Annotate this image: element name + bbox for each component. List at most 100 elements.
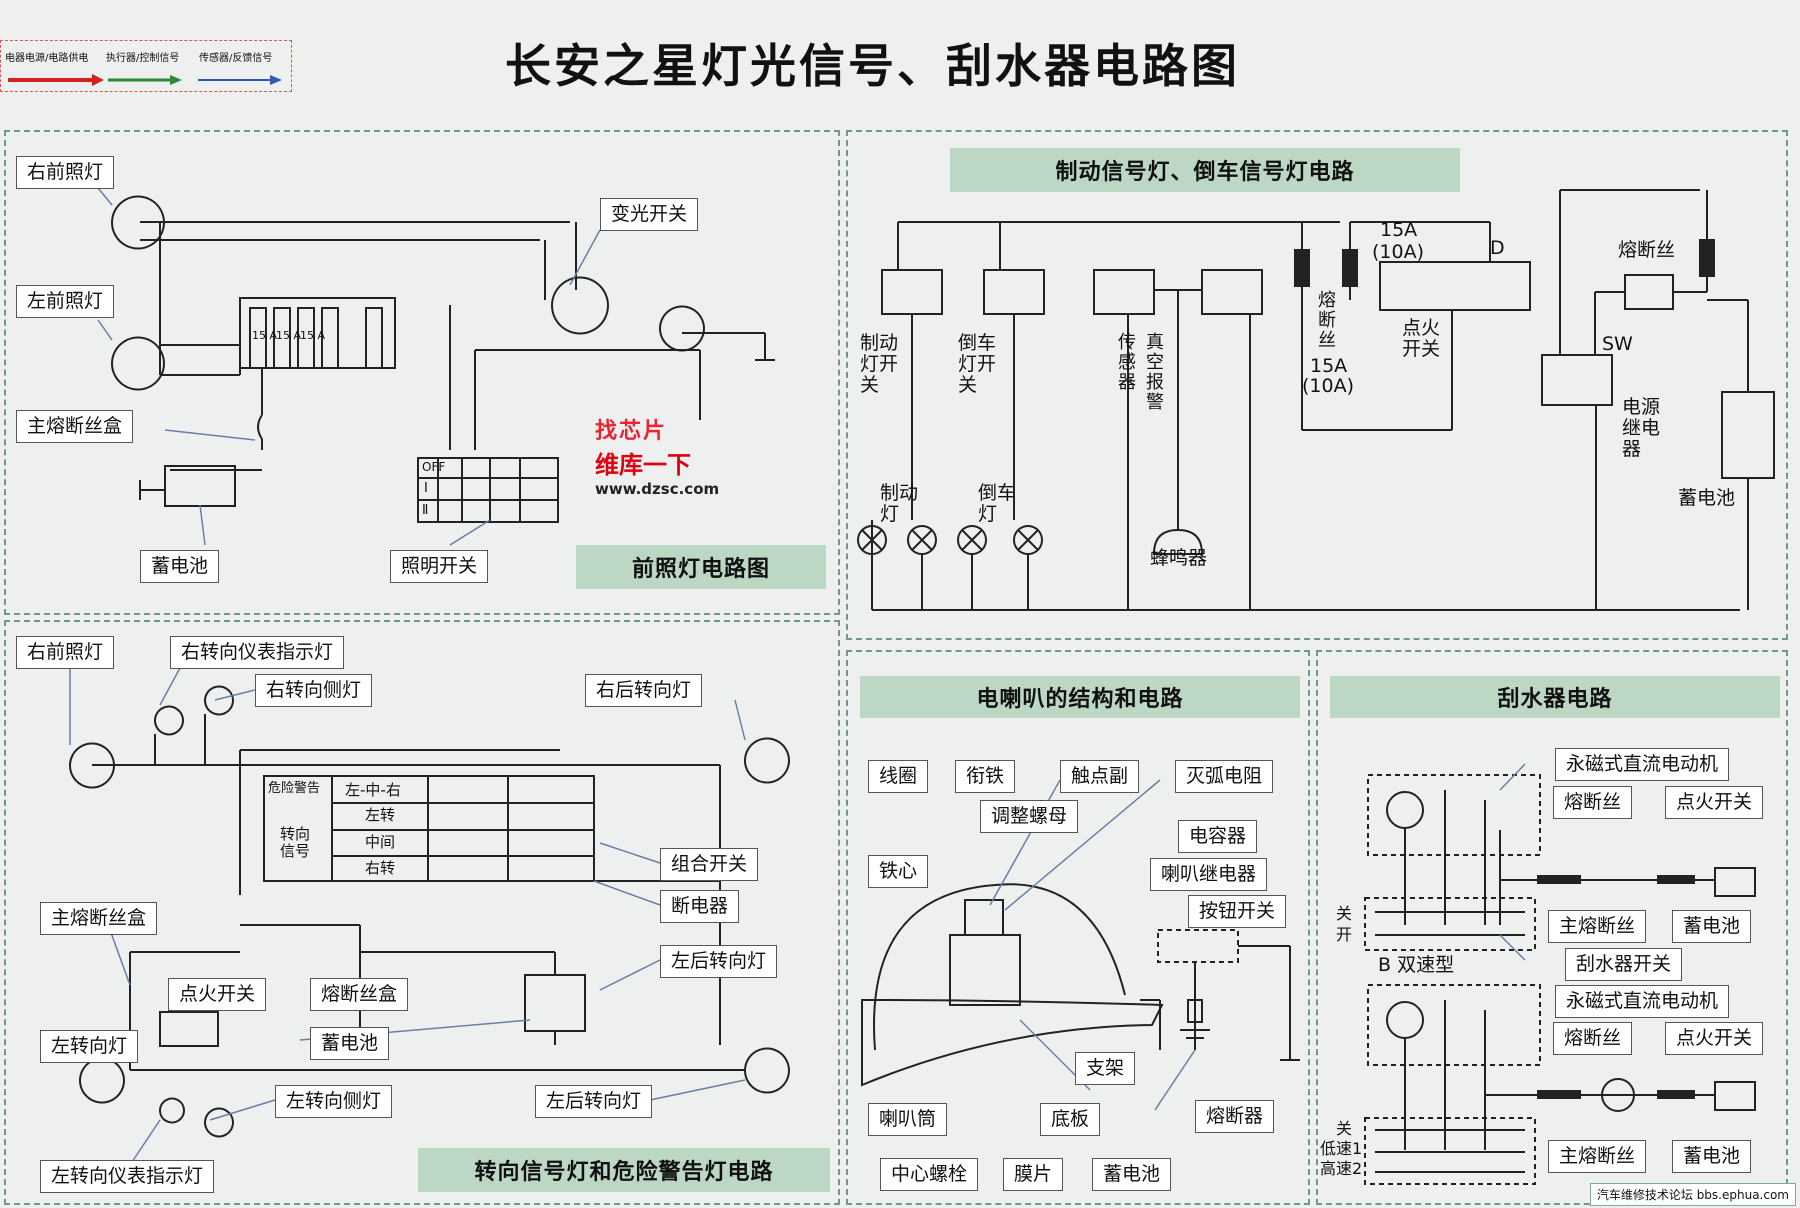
- label-core: 铁心: [868, 855, 929, 888]
- legend-control: 执行器/控制信号: [106, 53, 180, 64]
- label-terminal-d: D: [1490, 237, 1505, 259]
- label-diaphragm: 膜片: [1003, 1158, 1064, 1191]
- legend-power: 电器电源/电路供电: [5, 53, 89, 64]
- label-coil: 线圈: [868, 760, 929, 793]
- label-right-headlamp: 右前照灯: [16, 156, 115, 189]
- label-center-bolt: 中心螺栓: [880, 1158, 979, 1191]
- label-fuse-b: 熔断丝: [1553, 1022, 1633, 1055]
- label-brake-lamp: 制动灯: [880, 482, 919, 525]
- label-left-rear-lamp: 左后转向灯: [660, 945, 778, 978]
- label-turn-battery: 蓄电池: [310, 1027, 390, 1060]
- label-left-rear-lamp-b: 左后转向灯: [535, 1085, 653, 1118]
- label-fuse: 熔断丝: [1315, 290, 1336, 350]
- label-horn-battery: 蓄电池: [1092, 1158, 1172, 1191]
- label-battery-b: 蓄电池: [1672, 1140, 1752, 1173]
- label-fuse-right: 熔断丝: [1618, 239, 1676, 261]
- label-motor-a: 永磁式直流电动机: [1555, 748, 1730, 781]
- panel-wiper: [1316, 650, 1788, 1205]
- label-right-side-lamp: 右转向侧灯: [255, 674, 373, 707]
- label-main-fuse-box: 主熔断丝盒: [16, 410, 134, 443]
- table-row-left: 左转: [365, 806, 396, 824]
- label-battery-a: 蓄电池: [1672, 910, 1752, 943]
- banner-turn: 转向信号灯和危险警告灯电路: [418, 1148, 830, 1192]
- label-vacuum-alarm: 真空报警: [1143, 332, 1164, 412]
- label-arc-resistor: 灭弧电阻: [1175, 760, 1274, 793]
- label-sw: SW: [1602, 333, 1633, 355]
- label-fuse-rating-b: (10A): [1302, 375, 1354, 397]
- label-buzzer: 蜂鸣器: [1150, 547, 1208, 569]
- fuse-rating-2: 15 A: [276, 329, 302, 342]
- label-left-turn-lamp: 左转向灯: [40, 1030, 139, 1063]
- label-combo-switch: 组合开关: [660, 848, 759, 881]
- label-ignition-switch: 点火开关: [1402, 317, 1441, 360]
- footer-credit: 汽车维修技术论坛 bbs.ephua.com: [1589, 1183, 1796, 1206]
- table-row-middle: 中间: [365, 833, 396, 851]
- watermark-logo: 找芯片 维库一下 www.dzsc.com: [595, 413, 719, 498]
- label-left-side-lamp: 左转向侧灯: [275, 1085, 393, 1118]
- label-button-switch: 按钮开关: [1188, 895, 1287, 928]
- label-top-rating-b: (10A): [1372, 241, 1424, 263]
- switch-pos-2: Ⅱ: [422, 503, 429, 518]
- label-turn-ignition: 点火开关: [168, 978, 267, 1011]
- label-reverse-lamp: 倒车灯: [978, 482, 1017, 525]
- fuse-rating-3: 15 A: [300, 329, 326, 342]
- switch-pos-1: Ⅰ: [424, 481, 428, 496]
- fuse-rating-1: 15 A: [252, 329, 278, 342]
- label-horn-fuse: 熔断器: [1195, 1100, 1275, 1133]
- label-main-fuse-a: 主熔断丝: [1548, 910, 1647, 943]
- label-ignition-b: 点火开关: [1665, 1022, 1764, 1055]
- label-high: 高速2: [1320, 1159, 1363, 1178]
- label-capacitor: 电容器: [1178, 820, 1258, 853]
- label-power-relay: 电源继电器: [1622, 396, 1661, 460]
- banner-horn: 电喇叭的结构和电路: [860, 676, 1300, 718]
- label-fuse-a: 熔断丝: [1553, 786, 1633, 819]
- label-turn-main-fuse: 主熔断丝盒: [40, 902, 158, 935]
- banner-brake: 制动信号灯、倒车信号灯电路: [950, 148, 1460, 192]
- label-left-turn-indicator: 左转向仪表指示灯: [40, 1160, 215, 1193]
- label-dimmer-switch: 变光开关: [600, 198, 699, 231]
- label-horn-tube: 喇叭筒: [868, 1103, 948, 1136]
- banner-headlamp: 前照灯电路图: [576, 545, 826, 589]
- label-battery: 蓄电池: [140, 550, 220, 583]
- table-row-right: 右转: [365, 859, 396, 877]
- label-bracket: 支架: [1075, 1052, 1136, 1085]
- label-main-fuse-b: 主熔断丝: [1548, 1140, 1647, 1173]
- table-turn-signal: 转向信号: [280, 825, 311, 860]
- watermark-line1: 找芯片: [595, 419, 668, 444]
- label-top-rating-a: 15A: [1380, 219, 1418, 241]
- label-off: 关: [1336, 904, 1353, 923]
- page-title: 长安之星灯光信号、刮水器电路图: [505, 39, 1240, 93]
- panel-turn: [4, 620, 840, 1205]
- banner-wiper: 刮水器电路: [1330, 676, 1780, 718]
- label-wiper-switch: 刮水器开关: [1565, 948, 1683, 981]
- label-reverse-switch: 倒车灯开关: [958, 332, 997, 396]
- label-right-turn-indicator: 右转向仪表指示灯: [170, 636, 345, 669]
- watermark-url: www.dzsc.com: [595, 480, 720, 498]
- label-brake-battery: 蓄电池: [1678, 487, 1736, 509]
- label-off-b: 关: [1336, 1119, 1353, 1138]
- watermark-line2: 维库一下: [595, 451, 691, 479]
- label-right-rear-lamp: 右后转向灯: [585, 674, 703, 707]
- label-sensor: 传感器: [1115, 332, 1136, 392]
- label-armature: 衔铁: [955, 760, 1016, 793]
- label-contacts: 触点副: [1060, 760, 1140, 793]
- label-adjust-nut: 调整螺母: [980, 800, 1079, 833]
- label-flasher: 断电器: [660, 890, 740, 923]
- label-turn-right-headlamp: 右前照灯: [16, 636, 115, 669]
- label-turn-fuse-box: 熔断丝盒: [310, 978, 409, 1011]
- label-dual-speed: B 双速型: [1378, 954, 1455, 976]
- table-positions: 左-中-右: [345, 781, 401, 799]
- label-base-plate: 底板: [1040, 1103, 1101, 1136]
- label-brake-switch: 制动灯开关: [860, 332, 899, 396]
- label-left-headlamp: 左前照灯: [16, 285, 115, 318]
- label-horn-relay: 喇叭继电器: [1150, 858, 1268, 891]
- legend-feedback: 传感器/反馈信号: [199, 53, 273, 64]
- label-ignition-a: 点火开关: [1665, 786, 1764, 819]
- label-light-switch: 照明开关: [390, 550, 489, 583]
- legend: 电器电源/电路供电 执行器/控制信号 传感器/反馈信号: [0, 40, 292, 92]
- panel-brake: [846, 130, 1788, 640]
- label-on: 开: [1336, 925, 1353, 944]
- label-motor-b: 永磁式直流电动机: [1555, 985, 1730, 1018]
- panel-headlamp: [4, 130, 840, 615]
